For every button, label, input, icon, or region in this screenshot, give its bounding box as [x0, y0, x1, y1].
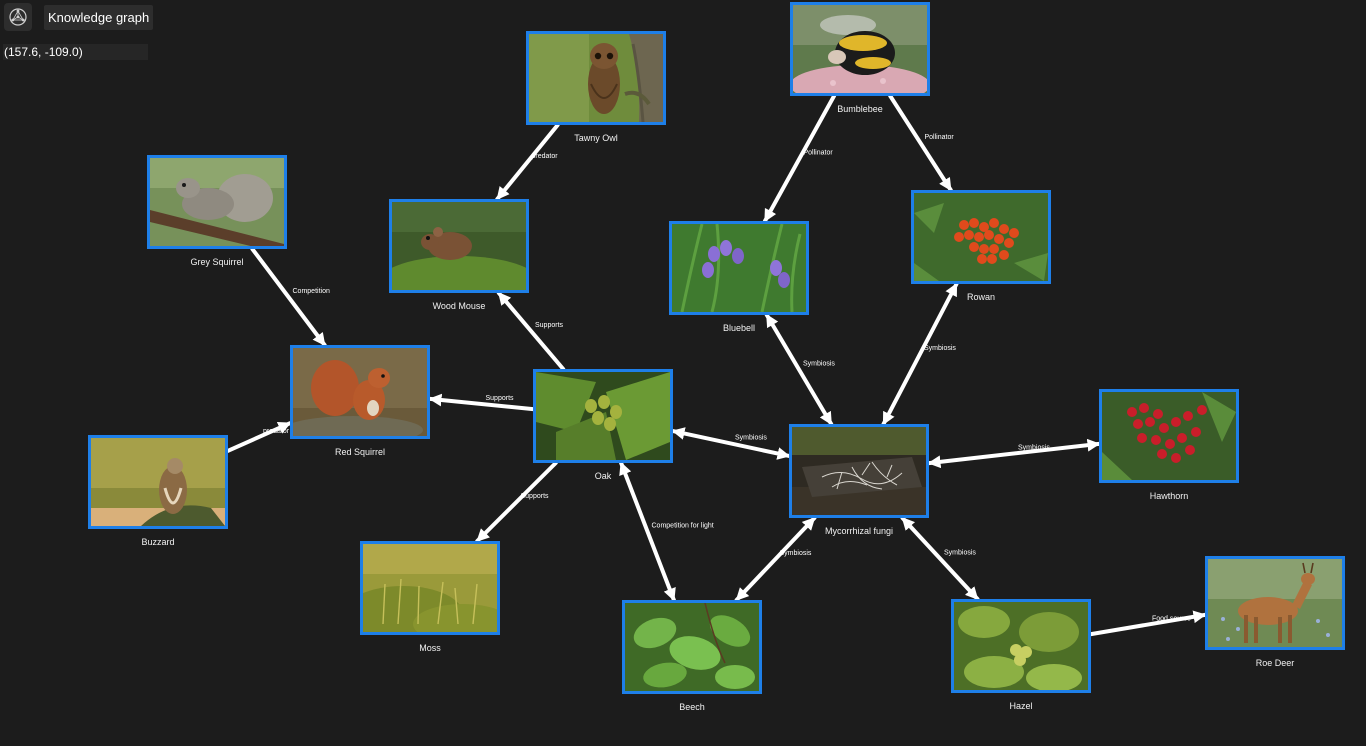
- edge-label: Pollinator: [925, 134, 955, 141]
- node-label: Bumblebee: [837, 104, 883, 114]
- edge-oak-moss[interactable]: [475, 461, 558, 543]
- edge-oak-wood-mouse[interactable]: [496, 291, 566, 371]
- edge-tawny-owl-wood-mouse[interactable]: [495, 123, 560, 201]
- edge-hawthorn-mycorrhizal-fungi[interactable]: [927, 438, 1101, 469]
- node-moss[interactable]: Moss: [360, 541, 500, 653]
- edge-bumblebee-rowan[interactable]: [888, 94, 953, 192]
- edge-oak-mycorrhizal-fungi[interactable]: [671, 427, 791, 460]
- edge-label: predator: [263, 428, 290, 435]
- network-icon[interactable]: [4, 3, 32, 31]
- node-buzzard[interactable]: Buzzard: [88, 435, 228, 547]
- edge-oak-beech[interactable]: [619, 461, 676, 602]
- fungi-photo[interactable]: [789, 424, 929, 518]
- owl-photo[interactable]: [526, 31, 666, 125]
- edge-label: Symbiosis: [1018, 445, 1050, 452]
- edge-label: Food source: [1152, 616, 1191, 623]
- node-label: Oak: [594, 471, 612, 481]
- edge-hazel-mycorrhizal-fungi[interactable]: [900, 516, 980, 601]
- edge-label: Competition for light: [652, 523, 714, 530]
- moss-photo[interactable]: [360, 541, 500, 635]
- node-tawny-owl[interactable]: Tawny Owl: [526, 31, 666, 143]
- edge-label: Supports: [486, 395, 515, 402]
- oak-photo[interactable]: [533, 369, 673, 463]
- edge-label: Symbiosis: [924, 345, 956, 352]
- node-label: Beech: [679, 702, 705, 712]
- edge-bluebell-mycorrhizal-fungi[interactable]: [764, 313, 834, 426]
- edge-label: predator: [532, 153, 559, 160]
- node-red-squirrel[interactable]: Red Squirrel: [290, 345, 430, 457]
- edge-label: Competition: [293, 288, 330, 295]
- node-label: Wood Mouse: [432, 301, 486, 311]
- edge-beech-mycorrhizal-fungi[interactable]: [734, 516, 817, 602]
- node-bumblebee[interactable]: Bumblebee: [790, 2, 930, 114]
- node-label: Roe Deer: [1255, 658, 1295, 668]
- edge-rowan-mycorrhizal-fungi[interactable]: [881, 282, 959, 426]
- deer-photo[interactable]: [1205, 556, 1345, 650]
- hawthorn-photo[interactable]: [1099, 389, 1239, 483]
- node-label: Hazel: [1009, 701, 1033, 711]
- node-label: Rowan: [966, 292, 995, 302]
- edge-label: Supports: [535, 322, 564, 329]
- edge-label: Pollinator: [804, 150, 834, 157]
- node-hawthorn[interactable]: Hawthorn: [1099, 389, 1239, 501]
- node-hazel[interactable]: Hazel: [951, 599, 1091, 711]
- edge-bumblebee-bluebell[interactable]: [762, 94, 837, 223]
- mouse-photo[interactable]: [389, 199, 529, 293]
- edge-label: Symbiosis: [944, 550, 976, 557]
- edge-hazel-roe-deer[interactable]: [1089, 610, 1207, 637]
- rowan-photo[interactable]: [911, 190, 1051, 284]
- buzzard-photo[interactable]: [88, 435, 228, 529]
- red-squirrel-photo[interactable]: [290, 345, 430, 439]
- node-label: Red Squirrel: [334, 447, 386, 457]
- edge-grey-squirrel-red-squirrel[interactable]: [250, 247, 327, 347]
- toolbar: Knowledge graph: [4, 3, 154, 31]
- node-grey-squirrel[interactable]: Grey Squirrel: [147, 155, 287, 267]
- bluebell-photo[interactable]: [669, 221, 809, 315]
- node-label: Mycorrhizal fungi: [824, 526, 894, 536]
- edge-label: Supports: [521, 493, 550, 500]
- edge-label: Symbiosis: [780, 550, 812, 557]
- beech-photo[interactable]: [622, 600, 762, 694]
- node-label: Tawny Owl: [574, 133, 618, 143]
- graph-title: Knowledge graph: [44, 4, 154, 30]
- hazel-photo[interactable]: [951, 599, 1091, 693]
- edge-label: Symbiosis: [735, 435, 767, 442]
- coordinate-readout: (157.6, -109.0): [3, 44, 148, 60]
- edge-oak-red-squirrel[interactable]: [428, 393, 535, 412]
- node-label: Moss: [419, 643, 441, 653]
- edge-buzzard-red-squirrel[interactable]: [226, 421, 292, 453]
- node-bluebell[interactable]: Bluebell: [669, 221, 809, 333]
- edge-label: Symbiosis: [803, 361, 835, 368]
- grey-squirrel-photo[interactable]: [147, 155, 287, 249]
- node-roe-deer[interactable]: Roe Deer: [1205, 556, 1345, 668]
- node-oak[interactable]: Oak: [533, 369, 673, 481]
- node-wood-mouse[interactable]: Wood Mouse: [389, 199, 529, 311]
- node-label: Buzzard: [141, 537, 175, 547]
- node-label: Grey Squirrel: [190, 257, 244, 267]
- node-rowan[interactable]: Rowan: [911, 190, 1051, 302]
- node-beech[interactable]: Beech: [622, 600, 762, 712]
- node-mycorrhizal-fungi[interactable]: Mycorrhizal fungi: [789, 424, 929, 536]
- bee-photo[interactable]: [790, 2, 930, 96]
- node-label: Hawthorn: [1149, 491, 1189, 501]
- node-label: Bluebell: [722, 323, 756, 333]
